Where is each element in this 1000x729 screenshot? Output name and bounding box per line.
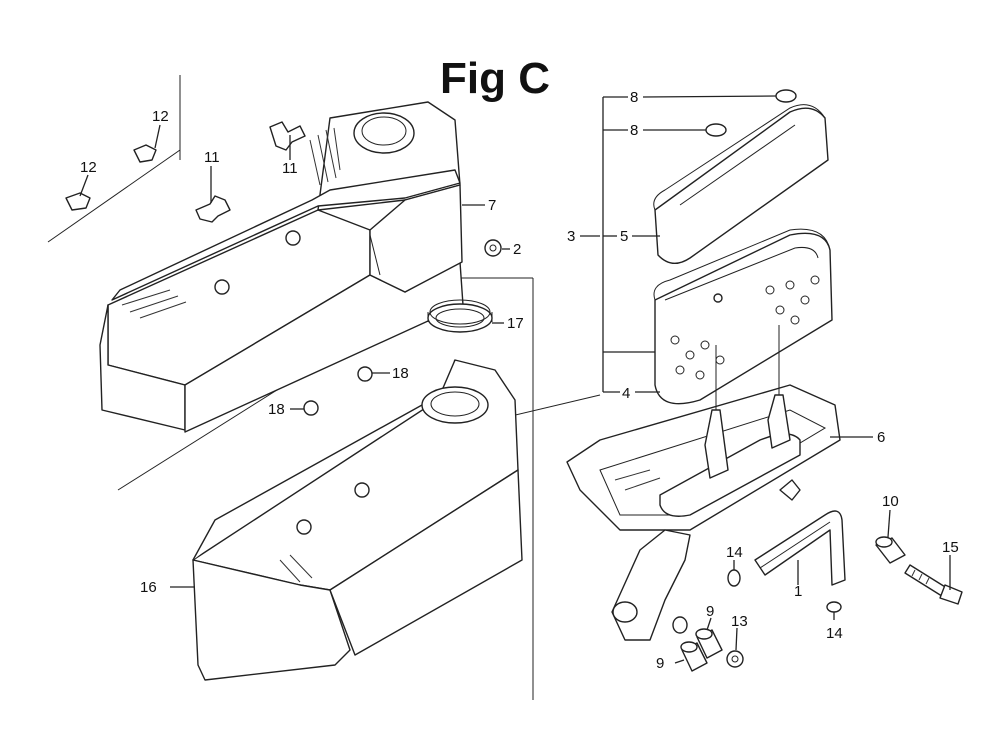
nut [484, 239, 502, 257]
callout-6: 6 [877, 429, 885, 446]
grommet-upper [357, 366, 373, 382]
breather-tube [754, 510, 846, 586]
callout-12-lower: 12 [80, 159, 97, 176]
callout-7: 7 [488, 197, 496, 214]
callout-12-upper: 12 [152, 108, 169, 125]
callout-16: 16 [140, 579, 157, 596]
leader-lines [79, 95, 951, 664]
callout-9-lower: 9 [656, 655, 664, 672]
callout-4: 4 [622, 385, 630, 402]
grommet-lower [303, 400, 319, 416]
callout-14-upper: 14 [726, 544, 743, 561]
callout-labels: 1 2 3 4 5 6 7 8 8 9 9 10 11 11 12 12 13 … [80, 89, 959, 672]
flange-nut [726, 650, 744, 668]
callout-17: 17 [507, 315, 524, 332]
clip-14-upper [727, 569, 741, 587]
callout-13: 13 [731, 613, 748, 630]
air-cleaner-case [566, 325, 841, 641]
clip-lower [65, 192, 91, 211]
callout-2: 2 [513, 241, 521, 258]
callout-3: 3 [567, 228, 575, 245]
clip-14-lower [826, 601, 842, 613]
collar-small-upper [695, 628, 723, 659]
spacer [672, 616, 688, 634]
paper-filter-element [653, 228, 833, 405]
callout-14-lower: 14 [826, 625, 843, 642]
wing-nut-lower [195, 195, 231, 223]
collar-small-lower [680, 641, 708, 672]
bolt [904, 564, 963, 605]
callout-15: 15 [942, 539, 959, 556]
wing-nut-upper [269, 121, 306, 151]
callout-8-second: 8 [630, 122, 638, 139]
callout-10: 10 [882, 493, 899, 510]
callout-9-upper: 9 [706, 603, 714, 620]
callout-8-top: 8 [630, 89, 638, 106]
figure-title: Fig C [440, 54, 550, 103]
callout-18-upper: 18 [392, 365, 409, 382]
callout-11-left: 11 [204, 149, 220, 166]
air-cleaner-cover-lower [192, 359, 523, 681]
rubber-ring [427, 299, 493, 333]
collar [875, 536, 906, 564]
callout-5: 5 [620, 228, 628, 245]
callout-1: 1 [794, 583, 802, 600]
filter-nut-top [775, 89, 797, 103]
callout-11-right: 11 [282, 160, 298, 177]
air-cleaner-cover-upper [99, 101, 464, 433]
clip-upper [133, 144, 157, 163]
filter-nut-second [705, 123, 727, 137]
callout-18-lower: 18 [268, 401, 285, 418]
outer-foam-element [653, 104, 829, 264]
